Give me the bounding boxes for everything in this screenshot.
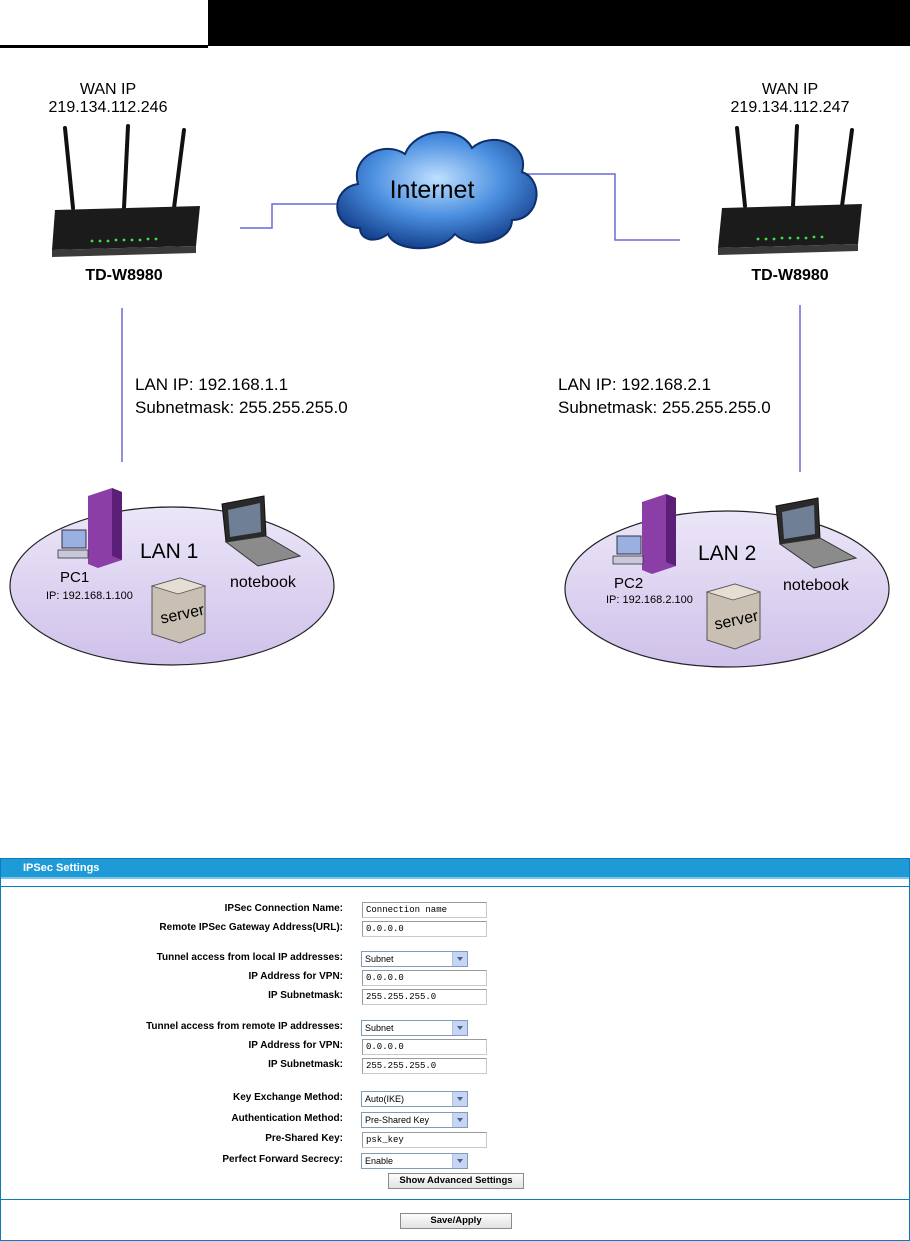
header-rule xyxy=(0,45,208,48)
remote-mask-input[interactable]: 255.255.255.0 xyxy=(362,1058,487,1074)
lan1-name: LAN 1 xyxy=(140,540,198,563)
right-subnet: Subnetmask: 255.255.255.0 xyxy=(558,398,771,417)
left-wan-ip: 219.134.112.246 xyxy=(49,99,168,116)
remote-access-label: Tunnel access from remote IP addresses: xyxy=(146,1021,343,1032)
internet-cloud-icon xyxy=(336,131,538,250)
key-method-label: Key Exchange Method: xyxy=(232,1092,343,1103)
auth-method-value: Pre-Shared Key xyxy=(365,1115,430,1125)
network-diagram: WAN IP 219.134.112.246 TD-W8980 LAN IP: … xyxy=(9,81,890,668)
right-wan-label: WAN IP xyxy=(762,81,818,98)
remote-ip-input[interactable]: 0.0.0.0 xyxy=(362,1039,487,1055)
local-ip-input[interactable]: 0.0.0.0 xyxy=(362,970,487,986)
key-method-select[interactable]: Auto(IKE) xyxy=(361,1091,468,1107)
remote-ip-label: IP Address for VPN: xyxy=(248,1040,343,1051)
right-router-icon xyxy=(718,124,862,255)
link-left-router-cloud xyxy=(240,203,345,229)
lan1-pc: PC1 xyxy=(60,569,89,586)
psk-input[interactable]: psk_key xyxy=(362,1132,487,1148)
chevron-down-icon[interactable] xyxy=(452,1154,467,1168)
remote-access-value: Subnet xyxy=(365,1023,394,1033)
chevron-down-icon[interactable] xyxy=(452,1113,467,1127)
left-wan-label: WAN IP xyxy=(80,81,136,98)
lan2-server-icon xyxy=(705,583,762,650)
left-subnet: Subnetmask: 255.255.255.0 xyxy=(135,398,348,417)
chevron-down-icon[interactable] xyxy=(452,1021,467,1035)
right-lan-ip: LAN IP: 192.168.2.1 xyxy=(558,375,711,394)
lan1-notebook-icon xyxy=(221,495,302,567)
ipsec-settings-panel: IPSec Settings IPSec Connection Name: Co… xyxy=(0,858,910,1241)
lan2-pc: PC2 xyxy=(614,575,643,592)
panel-top-rule xyxy=(1,886,909,887)
lan1-server-icon xyxy=(150,577,207,644)
lan1-pc-ip: IP: 192.168.1.100 xyxy=(46,590,133,602)
lan2-notebook-icon xyxy=(775,497,858,569)
local-access-label: Tunnel access from local IP addresses: xyxy=(156,952,343,963)
pfs-value: Enable xyxy=(365,1156,394,1166)
chevron-down-icon[interactable] xyxy=(452,952,467,966)
right-wan-ip: 219.134.112.247 xyxy=(731,99,850,116)
local-access-select[interactable]: Subnet xyxy=(361,951,468,967)
conn-name-label: IPSec Connection Name: xyxy=(224,903,343,914)
pfs-label: Perfect Forward Secrecy: xyxy=(222,1154,343,1165)
local-mask-label: IP Subnetmask: xyxy=(268,990,343,1001)
link-cloud-right-router xyxy=(520,173,680,241)
left-router-model: TD-W8980 xyxy=(85,267,162,284)
panel-title: IPSec Settings xyxy=(1,859,909,877)
psk-label: Pre-Shared Key: xyxy=(265,1133,343,1144)
remote-access-select[interactable]: Subnet xyxy=(361,1020,468,1036)
conn-name-input[interactable]: Connection name xyxy=(362,902,487,918)
show-advanced-button[interactable]: Show Advanced Settings xyxy=(388,1173,524,1189)
remote-gw-label: Remote IPSec Gateway Address(URL): xyxy=(159,922,343,933)
local-ip-label: IP Address for VPN: xyxy=(248,971,343,982)
local-mask-input[interactable]: 255.255.255.0 xyxy=(362,989,487,1005)
save-apply-button[interactable]: Save/Apply xyxy=(400,1213,512,1229)
local-access-value: Subnet xyxy=(365,954,394,964)
left-router-icon xyxy=(52,124,200,257)
lan2-pc-ip: IP: 192.168.2.100 xyxy=(606,594,693,606)
remote-mask-label: IP Subnetmask: xyxy=(268,1059,343,1070)
internet-label: Internet xyxy=(390,176,475,204)
pfs-select[interactable]: Enable xyxy=(361,1153,468,1169)
right-router-model: TD-W8980 xyxy=(751,267,828,284)
panel-bottom-rule xyxy=(1,1199,909,1200)
auth-method-label: Authentication Method: xyxy=(231,1113,343,1124)
chevron-down-icon[interactable] xyxy=(452,1092,467,1106)
lan2-pc-icon xyxy=(612,494,676,574)
left-lan-ip: LAN IP: 192.168.1.1 xyxy=(135,375,288,394)
lan1-notebook: notebook xyxy=(230,574,297,591)
auth-method-select[interactable]: Pre-Shared Key xyxy=(361,1112,468,1128)
header-bar xyxy=(208,0,910,46)
remote-gw-input[interactable]: 0.0.0.0 xyxy=(362,921,487,937)
key-method-value: Auto(IKE) xyxy=(365,1094,405,1104)
lan2-notebook: notebook xyxy=(783,577,850,594)
lan2-name: LAN 2 xyxy=(698,542,756,565)
panel-title-underline xyxy=(1,877,909,879)
lan1-pc-icon xyxy=(57,488,122,568)
